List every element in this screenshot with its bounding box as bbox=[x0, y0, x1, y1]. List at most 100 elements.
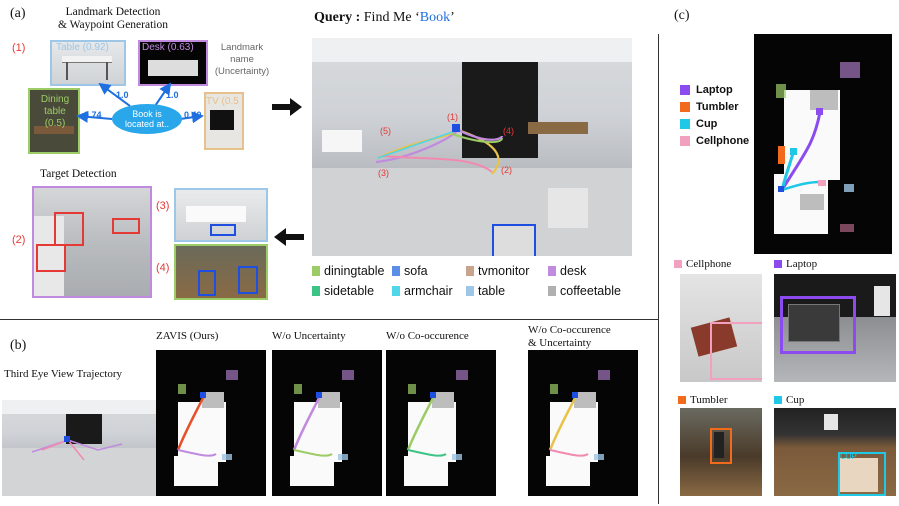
object-map bbox=[754, 34, 892, 254]
legend-swatch bbox=[312, 266, 320, 276]
legend-item-tvmonitor: tvmonitor bbox=[466, 264, 529, 278]
scene-mark-5: (5) bbox=[380, 126, 391, 136]
cup-overlay-label: CUP bbox=[840, 452, 857, 461]
legend-label: armchair bbox=[404, 284, 453, 298]
table-thumbnail bbox=[50, 40, 126, 86]
vertical-divider bbox=[658, 34, 659, 504]
object-legend-item-tumbler: Tumbler bbox=[680, 101, 739, 113]
legend-label: desk bbox=[560, 264, 587, 278]
legend-swatch bbox=[466, 286, 474, 296]
tv-tag: TV (0.5 bbox=[206, 96, 239, 107]
weight-desk: 1.0 bbox=[166, 90, 179, 100]
object-legend-item-laptop: Laptop bbox=[680, 84, 733, 96]
laptop-view bbox=[774, 274, 896, 382]
scene-mark-3: (3) bbox=[378, 168, 389, 178]
legend-item-sidetable: sidetable bbox=[312, 284, 374, 298]
object-legend-item-cup: Cup bbox=[680, 118, 717, 130]
caption-laptop-text: Laptop bbox=[786, 258, 818, 270]
legend-swatch bbox=[392, 266, 400, 276]
caption-laptop: Laptop bbox=[774, 258, 817, 270]
panel-b-label: (b) bbox=[10, 338, 27, 353]
panel-b: (b) Third Eye View Trajectory ZAVIS (Our… bbox=[0, 322, 655, 506]
ablation-map-2 bbox=[272, 350, 382, 496]
laptop-swatch bbox=[774, 260, 782, 268]
cellphone-swatch bbox=[674, 260, 682, 268]
column-title-3: W/o Co-occurence bbox=[386, 330, 469, 342]
legend-swatch bbox=[312, 286, 320, 296]
legend-label: tvmonitor bbox=[478, 264, 530, 278]
query-suffix: ’ bbox=[450, 10, 455, 25]
landmark-caption: Landmark name (Uncertainty) bbox=[214, 42, 270, 77]
legend-item-desk: desk bbox=[548, 264, 586, 278]
object-legend-item-cellphone: Cellphone bbox=[680, 135, 749, 147]
legend-swatch bbox=[680, 102, 690, 112]
scene-mark-2: (2) bbox=[501, 165, 512, 175]
caption-cellphone-text: Cellphone bbox=[686, 258, 732, 270]
legend-label: Cup bbox=[696, 118, 718, 130]
legend-swatch bbox=[466, 266, 474, 276]
legend-item-armchair: armchair bbox=[392, 284, 453, 298]
dining-table-thumbnail bbox=[28, 88, 80, 154]
desk-thumbnail bbox=[138, 40, 208, 86]
step-4-marker: (4) bbox=[156, 262, 170, 274]
arrow-left-icon bbox=[274, 226, 304, 248]
target-view-4 bbox=[174, 244, 268, 300]
tumbler-view bbox=[680, 408, 762, 496]
legend-swatch bbox=[548, 286, 556, 296]
query-title: Query : Find Me ‘Book’ bbox=[314, 10, 455, 26]
third-eye-view bbox=[2, 400, 156, 496]
query-prefix: Query : bbox=[314, 10, 364, 25]
legend-item-sofa: sofa bbox=[392, 264, 428, 278]
caption-tumbler-text: Tumbler bbox=[690, 394, 728, 406]
bubble-text: Book is located at.. bbox=[124, 109, 170, 129]
ablation-map-3 bbox=[386, 350, 496, 496]
waypoint-arrows bbox=[76, 82, 204, 124]
desk-tag: Desk (0.63) bbox=[142, 42, 194, 53]
panel-a-label: (a) bbox=[10, 6, 26, 21]
legend-label: coffeetable bbox=[560, 284, 621, 298]
weight-dining: 0.74 bbox=[84, 110, 102, 120]
target-detection-view bbox=[32, 186, 152, 298]
landmark-title: Landmark Detection & Waypoint Generation bbox=[57, 6, 168, 31]
arrow-right-icon bbox=[272, 96, 302, 118]
legend-label: table bbox=[478, 284, 506, 298]
step-1-marker: (1) bbox=[12, 42, 26, 54]
horizontal-divider bbox=[0, 319, 658, 320]
step-3-marker: (3) bbox=[156, 200, 170, 212]
trajectory-overlay bbox=[375, 124, 504, 175]
target-view-3 bbox=[174, 188, 268, 242]
column-title-1: ZAVIS (Ours) bbox=[156, 330, 219, 342]
cup-swatch bbox=[774, 396, 782, 404]
legend-label: Laptop bbox=[696, 84, 733, 96]
scene-view bbox=[312, 38, 632, 256]
legend-swatch bbox=[680, 85, 690, 95]
caption-tumbler: Tumbler bbox=[678, 394, 728, 406]
legend-item-diningtable: diningtable bbox=[312, 264, 384, 278]
tv-thumbnail bbox=[204, 92, 244, 150]
query-object: Book bbox=[419, 10, 451, 25]
legend-swatch bbox=[392, 286, 400, 296]
legend-swatch bbox=[680, 119, 690, 129]
query-bubble: Book is located at.. bbox=[112, 104, 182, 134]
ablation-map-1 bbox=[156, 350, 266, 496]
legend-label: sidetable bbox=[324, 284, 375, 298]
weight-table: 1.0 bbox=[116, 90, 129, 100]
legend-label: Cellphone bbox=[696, 135, 750, 147]
legend-label: sofa bbox=[404, 264, 428, 278]
tumbler-swatch bbox=[678, 396, 686, 404]
weight-tv: 0.40 bbox=[184, 110, 202, 120]
panel-a: (a) Landmark Detection & Waypoint Genera… bbox=[0, 0, 655, 318]
column-title-4: W/o Co-occurence & Uncertainty bbox=[528, 324, 611, 349]
table-tag: Table (0.92) bbox=[56, 42, 109, 53]
caption-cup-text: Cup bbox=[786, 394, 805, 406]
query-text: Find Me ‘ bbox=[363, 10, 420, 25]
scene-mark-1: (1) bbox=[447, 112, 458, 122]
panel-c-label: (c) bbox=[674, 8, 690, 23]
column-title-2: W/o Uncertainty bbox=[272, 330, 346, 342]
cellphone-view bbox=[680, 274, 762, 382]
legend-item-coffeetable: coffeetable bbox=[548, 284, 621, 298]
legend-item-table: table bbox=[466, 284, 505, 298]
caption-cellphone: Cellphone bbox=[674, 258, 731, 270]
scene-mark-4: (4) bbox=[503, 126, 514, 136]
legend-swatch bbox=[548, 266, 556, 276]
